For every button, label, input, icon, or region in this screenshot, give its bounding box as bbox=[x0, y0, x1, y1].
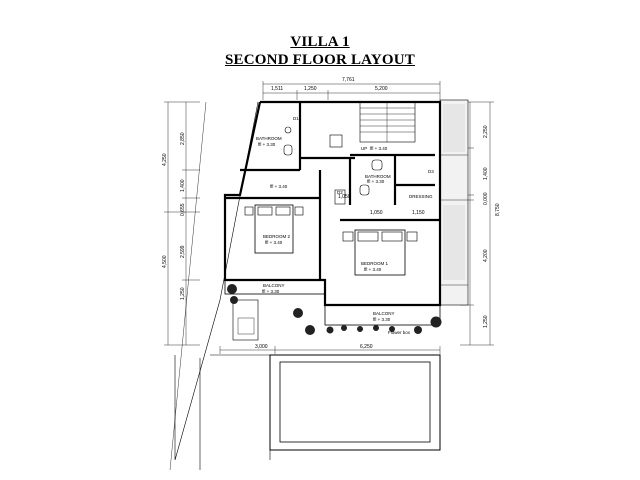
top-dimensions: 7,761 1,511 1,250 5,200 bbox=[262, 77, 441, 100]
pool bbox=[269, 354, 441, 451]
dim-left-seg-3: 0,655 bbox=[180, 203, 186, 216]
dim-bottom-left: 3,000 bbox=[255, 344, 268, 350]
dim-inner-2: 1,050 bbox=[370, 210, 383, 216]
dim-left-seg-1: 2,850 bbox=[180, 132, 186, 145]
dim-inner-1: 1,050 bbox=[338, 194, 351, 200]
label-up-level: ffl + 3.40 bbox=[370, 146, 388, 151]
bedroom1-level: ffl + 3.40 bbox=[364, 267, 382, 272]
bedroom2-name: BEDROOM 2 bbox=[263, 234, 291, 239]
plants bbox=[227, 284, 442, 335]
fixtures bbox=[244, 126, 418, 276]
dim-right-total: 8,750 bbox=[495, 203, 501, 216]
site-boundary bbox=[169, 101, 271, 471]
flower-box-label: Flower box bbox=[388, 330, 411, 335]
bathroom-left-level: ffl + 3.30 bbox=[258, 142, 276, 147]
bathroom-right-name: BATHROOM bbox=[365, 174, 391, 179]
balconies bbox=[224, 279, 441, 341]
dim-top-total: 7,761 bbox=[342, 77, 355, 83]
door-code-1: D1 bbox=[293, 116, 299, 121]
staircase: UP ffl + 3.40 bbox=[359, 101, 416, 151]
dim-right-seg-3: 0,000 bbox=[483, 192, 489, 205]
hall-level: ffl + 3.40 bbox=[270, 184, 288, 189]
bathroom-right-level: ffl + 3.30 bbox=[367, 179, 385, 184]
dim-left-seg-2: 1,400 bbox=[180, 179, 186, 192]
dim-right-seg-4: 4,200 bbox=[483, 249, 489, 262]
bedroom2-level: ffl + 3.40 bbox=[265, 240, 283, 245]
balcony-left-name: BALCONY bbox=[263, 283, 285, 288]
dim-left-outer-2: 4,500 bbox=[162, 255, 168, 268]
bedroom1-name: BEDROOM 1 bbox=[361, 261, 389, 266]
bathroom-left-name: BATHROOM bbox=[256, 136, 282, 141]
dim-bottom-total: 6,250 bbox=[360, 344, 373, 350]
dim-left-seg-5: 1,250 bbox=[180, 287, 186, 300]
plan-title: VILLA 1 bbox=[290, 34, 350, 50]
balcony-left-level: ffl + 3.30 bbox=[262, 289, 280, 294]
door-code-2: D2 bbox=[337, 190, 343, 195]
dim-left-seg-4: 2,599 bbox=[180, 245, 186, 258]
label-up: UP bbox=[361, 146, 367, 151]
dressing-label: DRESSING bbox=[409, 194, 433, 199]
plan-subtitle: SECOND FLOOR LAYOUT bbox=[225, 52, 415, 68]
walls bbox=[223, 100, 442, 307]
dim-right-seg-2: 1,400 bbox=[483, 167, 489, 180]
bottom-dimensions: 3,000 6,250 bbox=[219, 344, 441, 354]
dim-top-seg-3: 5,200 bbox=[375, 86, 388, 92]
dim-right-seg-5: 1,250 bbox=[483, 315, 489, 328]
dim-top-seg-2: 1,250 bbox=[304, 86, 317, 92]
balcony-right-level: ffl + 3.30 bbox=[373, 317, 391, 322]
door-code-3: D3 bbox=[428, 169, 434, 174]
dim-left-outer-1: 4,250 bbox=[162, 153, 168, 166]
dim-inner-3: 1,150 bbox=[412, 210, 425, 216]
landscape-strip bbox=[439, 99, 469, 306]
dim-right-seg-1: 2,250 bbox=[483, 125, 489, 138]
dim-top-seg-1: 1,511 bbox=[271, 86, 283, 92]
balcony-right-name: BALCONY bbox=[373, 311, 395, 316]
room-labels: BATHROOM ffl + 3.30 BATHROOM ffl + 3.30 … bbox=[256, 116, 434, 335]
